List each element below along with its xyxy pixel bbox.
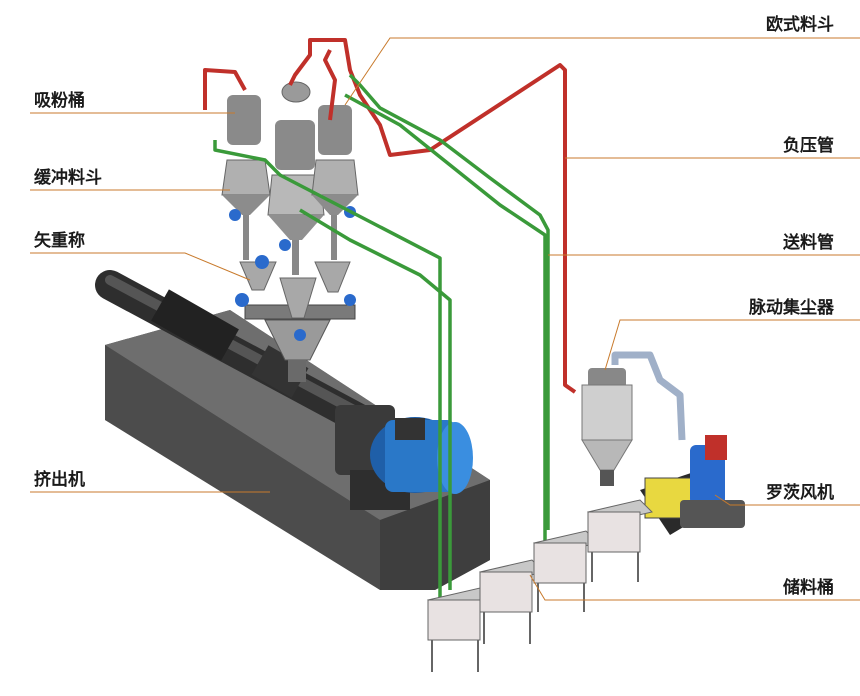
label-feed-pipe: 送料管	[783, 232, 834, 253]
extruder	[95, 270, 490, 590]
label-suction-bucket: 吸粉桶	[34, 90, 85, 111]
storage-bucket	[479, 559, 545, 644]
label-buffer-hopper: 缓冲料斗	[34, 167, 102, 188]
feed-pipes	[213, 73, 550, 600]
label-pulse-dust-collector: 脉动集尘器	[748, 297, 835, 318]
label-extruder: 挤出机	[34, 469, 85, 490]
storage-bucket	[587, 499, 653, 582]
labels: 欧式料斗 吸粉桶 负压管 缓冲料斗 矢重称 送料管 脉动集尘器 挤出机 罗茨风机…	[34, 14, 835, 598]
hopper-tower	[221, 95, 277, 291]
hopper-tower	[267, 120, 325, 319]
roots-blower	[640, 435, 745, 535]
label-vector-scale: 矢重称	[34, 230, 85, 251]
label-negative-pressure-pipe: 负压管	[783, 135, 834, 156]
pulse-dust-collector	[581, 351, 686, 486]
extruder-barrel	[95, 270, 395, 445]
label-storage-bucket: 储料桶	[783, 577, 834, 598]
label-roots-blower: 罗茨风机	[766, 482, 834, 503]
motor	[370, 417, 473, 494]
storage-bucket	[533, 530, 599, 612]
hopper-tower	[311, 105, 359, 293]
storage-bucket	[427, 587, 493, 672]
hopper-tower-group	[221, 81, 359, 341]
leader-lines	[30, 37, 860, 601]
label-european-hopper: 欧式料斗	[766, 14, 834, 35]
storage-bucket-group	[427, 499, 653, 672]
